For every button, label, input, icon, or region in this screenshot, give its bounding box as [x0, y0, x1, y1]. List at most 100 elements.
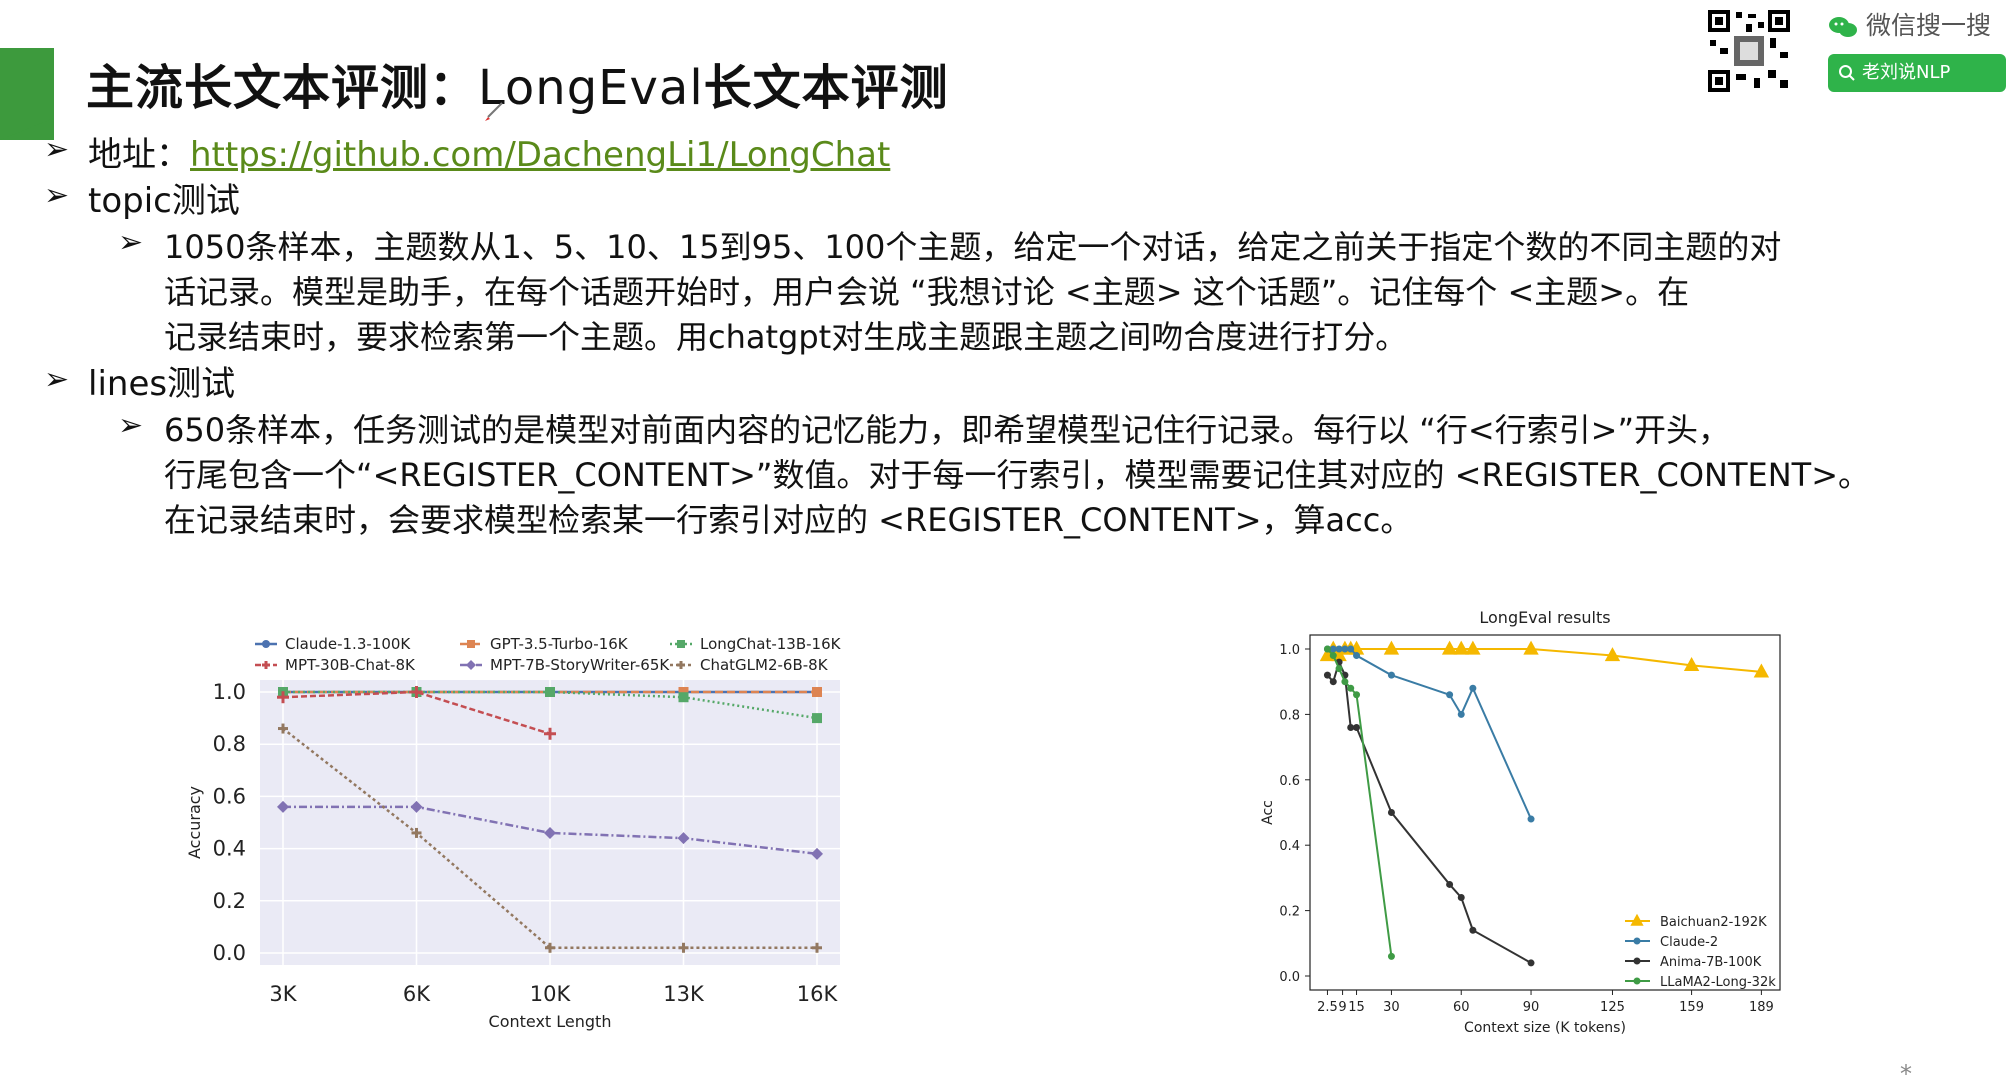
data-point	[1347, 723, 1355, 731]
x-tick-label: 6K	[403, 982, 431, 1006]
x-tick-label: 9	[1338, 1000, 1346, 1015]
data-point	[1453, 640, 1469, 655]
legend-marker	[262, 640, 270, 648]
data-point	[1341, 645, 1349, 653]
y-tick-label: 0.0	[213, 941, 246, 965]
data-point	[1446, 880, 1454, 888]
data-point	[1341, 678, 1349, 686]
x-tick-label: 125	[1600, 1000, 1625, 1015]
x-tick-label: 16K	[797, 982, 839, 1006]
data-point	[1323, 671, 1331, 679]
data-point	[1329, 678, 1337, 686]
legend-label: LLaMA2-Long-32k	[1660, 975, 1776, 990]
data-point	[1329, 652, 1337, 660]
chart-title: LongEval results	[1479, 608, 1610, 627]
data-point	[811, 847, 823, 860]
legend-label: LongChat-13B-16K	[700, 635, 842, 653]
data-point	[545, 687, 555, 697]
data-point	[1347, 645, 1355, 653]
title-accent-notch	[0, 118, 54, 140]
topic-text-line-3: 记录结束时，要求检索第一个主题。用chatgpt对生成主题跟主题之间吻合度进行打…	[164, 318, 1408, 356]
data-point	[410, 800, 423, 813]
data-point	[1323, 645, 1331, 653]
address-label: 地址：	[88, 135, 190, 175]
legend-marker	[1630, 913, 1644, 926]
topic-text-line-1: 1050条样本，主题数从1、5、10、15到95、100个主题，给定一个对话，给…	[164, 228, 1782, 266]
y-axis-label: Acc	[1260, 800, 1276, 825]
legend-marker	[1633, 957, 1641, 965]
data-point	[1446, 691, 1454, 699]
data-point	[1469, 684, 1477, 692]
legend-label: Baichuan2-192K	[1660, 915, 1767, 930]
x-tick-label: 15	[1348, 1000, 1365, 1015]
sub-bullet-arrow-icon: ➢	[118, 225, 144, 260]
pen-cursor-icon	[485, 102, 503, 121]
title-zh2: 长文本评测	[703, 60, 949, 116]
y-tick-label: 1.0	[213, 680, 246, 704]
github-link[interactable]: https://github.com/DachengLi1/LongChat	[190, 135, 891, 175]
data-point	[1329, 645, 1337, 653]
data-point	[1604, 647, 1621, 662]
data-point	[544, 826, 556, 839]
data-point	[545, 942, 555, 953]
legend-marker	[1633, 977, 1641, 985]
series-4	[277, 800, 823, 860]
series-3	[1323, 645, 1395, 960]
legend-label: ChatGLM2-6B-8K	[700, 656, 829, 674]
y-tick-label: 0.0	[1279, 970, 1300, 985]
data-point	[1353, 652, 1361, 660]
data-point	[812, 713, 822, 724]
data-point	[1387, 952, 1395, 960]
y-tick-label: 0.4	[213, 837, 246, 861]
y-tick-label: 0.4	[1279, 839, 1300, 854]
bullet-arrow-icon: ➢	[44, 132, 70, 167]
data-point	[678, 687, 689, 697]
bullet-arrow-icon: ➢	[44, 362, 70, 397]
series-3	[277, 686, 556, 740]
search-icon	[1839, 65, 1855, 81]
wechat-search-label: 微信搜一搜	[1865, 11, 1991, 40]
wechat-search-button[interactable]: 老刘说NLP	[1828, 54, 2006, 92]
title-zh: 主流长文本评测：	[86, 60, 479, 116]
series-5	[278, 723, 822, 953]
data-point	[1335, 645, 1343, 653]
legend-marker	[677, 640, 685, 648]
legend-label: Claude-1.3-100K	[285, 635, 411, 653]
data-point	[411, 827, 422, 838]
x-tick-label: 2.5	[1317, 1000, 1338, 1015]
y-tick-label: 1.0	[1279, 643, 1300, 658]
data-point	[410, 686, 423, 698]
data-point	[1457, 710, 1465, 718]
x-tick-label: 60	[1453, 1000, 1470, 1015]
data-point	[1527, 959, 1535, 967]
data-point	[1457, 894, 1465, 902]
data-point	[1347, 684, 1355, 692]
star-icon: *	[1900, 1060, 1912, 1088]
series-line	[282, 690, 551, 735]
data-point	[1527, 815, 1535, 823]
x-tick-label: 159	[1679, 1000, 1704, 1015]
x-axis-label: Context size (K tokens)	[1464, 1020, 1626, 1036]
legend: Baichuan2-192KClaude-2Anima-7B-100KLLaMA…	[1625, 913, 1776, 990]
legend-label: Anima-7B-100K	[1660, 955, 1762, 970]
lines-text-line-1: 650条样本，任务测试的是模型对前面内容的记忆能力，即希望模型记住行记录。每行以…	[164, 411, 1731, 449]
y-tick-label: 0.8	[1279, 708, 1300, 723]
data-point	[1683, 656, 1700, 671]
x-axis-label: Context Length	[489, 1012, 612, 1031]
qr-code-icon	[1706, 8, 1792, 94]
legend-label: MPT-30B-Chat-8K	[285, 656, 416, 674]
legend-label: MPT-7B-StoryWriter-65K	[490, 656, 670, 674]
legend-marker	[1633, 937, 1641, 945]
y-tick-label: 0.6	[1279, 774, 1300, 789]
page-title: 主流长文本评测：LongEval长文本评测	[86, 48, 949, 118]
legend-marker	[262, 661, 270, 669]
x-tick-label: 90	[1523, 1000, 1540, 1015]
data-point	[812, 687, 822, 697]
lines-text-line-3: 在记录结束时，会要求模型检索某一行索引对应的 <REGISTER_CONTENT…	[164, 501, 1413, 539]
address-line: 地址：https://github.com/DachengLi1/LongCha…	[88, 133, 890, 177]
search-button-label: 老刘说NLP	[1862, 62, 1951, 83]
data-point	[1383, 640, 1400, 655]
data-point	[278, 723, 288, 734]
data-point	[812, 942, 822, 953]
